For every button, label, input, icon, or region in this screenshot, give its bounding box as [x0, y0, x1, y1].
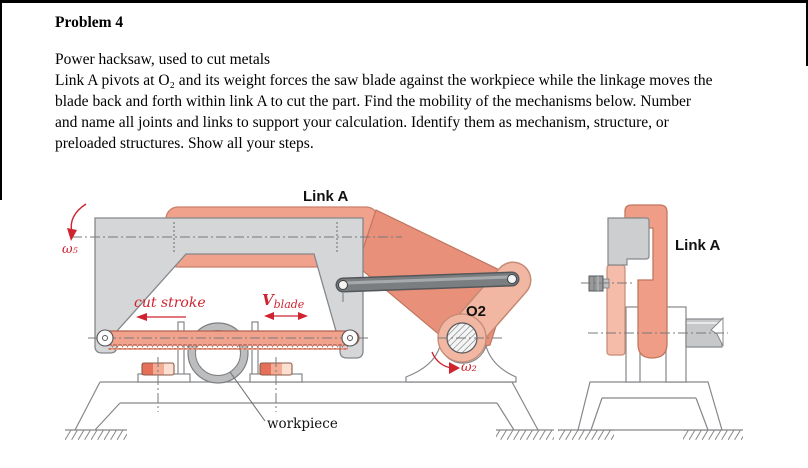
link-a-label-main: Link A: [303, 188, 348, 205]
o2-pedestal: [405, 343, 517, 383]
arrowhead-icon: [136, 313, 147, 321]
clamp-bolt: [137, 357, 191, 412]
statement-line: blade back and forth within link A to cu…: [55, 93, 692, 110]
problem-statement: Power hacksaw, used to cut metals Link A…: [55, 49, 767, 154]
ground-hatch-symbol: [65, 429, 743, 440]
hacksaw-diagram: ω₅ cut stroke Vblade ω₂ O2 Link A workpi…: [62, 188, 743, 440]
o2-pivot: [438, 322, 502, 354]
omega2-label: ω₂: [461, 360, 477, 375]
connecting-rod: [335, 271, 520, 302]
blade-pivot: [96, 329, 114, 347]
omega5-annotation: ω₅: [62, 203, 87, 257]
arrowhead-icon: [449, 362, 460, 374]
clamp-bolt: [249, 357, 303, 412]
end-view: Link A: [577, 204, 728, 431]
cut-stroke-annotation: cut stroke: [134, 295, 206, 321]
statement-line: Link A pivots at O₂ and its weight force…: [55, 72, 713, 89]
link-a-section: [624, 204, 668, 359]
omega2-annotation: ω₂: [431, 351, 477, 375]
arrowhead-icon: [298, 312, 308, 320]
right-border: [806, 0, 808, 66]
statement-line: Power hacksaw, used to cut metals: [55, 51, 271, 68]
cut-stroke-label: cut stroke: [134, 295, 206, 311]
problem-title: Problem 4: [55, 14, 124, 31]
arrowhead-icon: [67, 228, 77, 241]
side-bolt: [581, 275, 633, 292]
statement-line: and name all joints and links to support…: [55, 114, 669, 131]
left-border: [0, 0, 2, 200]
side-plate: [606, 264, 626, 356]
frame-section-block: [607, 217, 650, 266]
blade-pivot: [341, 329, 359, 347]
omega5-label: ω₅: [62, 242, 79, 257]
statement-line: preloaded structures. Show all your step…: [55, 135, 314, 152]
link-a-label-side: Link A: [675, 237, 720, 254]
o2-label: O2: [466, 303, 486, 320]
workpiece-label: workpiece: [267, 416, 338, 432]
arrowhead-icon: [264, 312, 274, 320]
top-border: [0, 0, 808, 3]
pedestal-column: [665, 306, 687, 383]
saw-frame: [94, 217, 364, 359]
vblade-annotation: Vblade: [262, 291, 308, 320]
workpiece-annotation: workpiece: [229, 371, 338, 432]
vblade-label: Vblade: [262, 291, 305, 311]
saw-blade: [88, 329, 368, 350]
